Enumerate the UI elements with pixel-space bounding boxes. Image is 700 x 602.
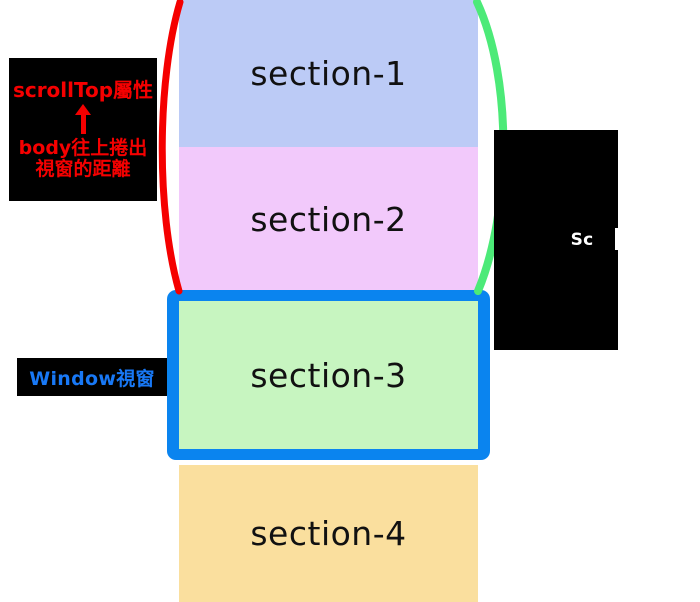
section-2-block: section-2 <box>179 147 478 292</box>
section-3-block: section-3 <box>179 301 478 449</box>
red-scroll-bracket <box>158 0 184 295</box>
section-4-label: section-4 <box>250 514 407 553</box>
up-arrow-icon <box>72 103 94 134</box>
scrolltop-body-line-2: 視窗的距離 <box>35 158 131 181</box>
window-callout: Window視窗 <box>17 358 167 396</box>
section-4-block: section-4 <box>179 465 478 602</box>
scrolltop-body-line-1: body往上捲出 <box>18 136 148 159</box>
scroll-right-callout: Sc <box>494 130 618 350</box>
scrolltop-callout: scrollTop屬性 body往上捲出 視窗的距離 <box>9 58 157 201</box>
section-1-block: section-1 <box>179 0 478 147</box>
scroll-right-callout-label: Sc <box>570 230 594 250</box>
section-3-label: section-3 <box>250 355 407 395</box>
scrolltop-heading: scrollTop屬性 <box>12 77 154 102</box>
window-callout-label: Window視窗 <box>29 367 155 390</box>
caption-occluder-bar <box>615 228 660 250</box>
section-2-label: section-2 <box>250 200 407 239</box>
section-1-label: section-1 <box>250 54 407 93</box>
